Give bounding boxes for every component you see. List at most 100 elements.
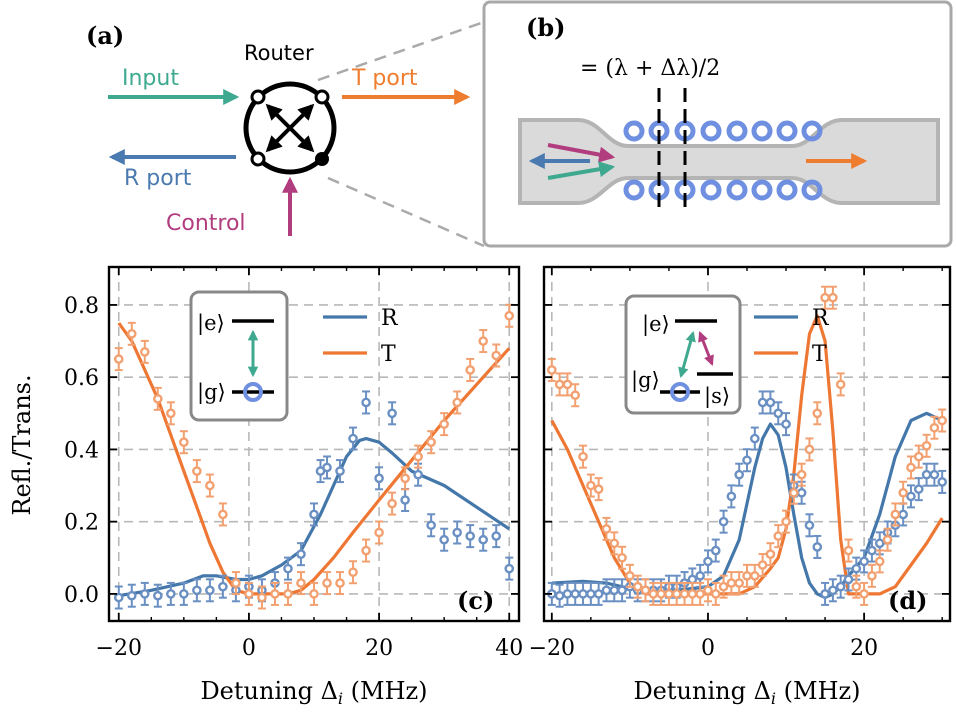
data-point-R (859, 556, 869, 567)
data-point-R (781, 419, 791, 429)
data-point-T (257, 592, 267, 603)
data-point-T (679, 589, 690, 599)
inset-level-e: |e⟩ (197, 311, 225, 336)
data-point-R (452, 527, 462, 538)
data-point-T (570, 390, 581, 401)
data-point-T (478, 336, 489, 346)
tapered-fiber (518, 118, 940, 205)
data-point-R (578, 589, 588, 599)
data-point-R (113, 592, 124, 603)
router-arrow-4 (288, 126, 315, 153)
data-point-T (554, 379, 565, 390)
data-point-T (231, 578, 241, 588)
data-point-R (617, 585, 627, 596)
fiber-input-arrow (547, 161, 616, 180)
panel-b-equation: = (λ + Δλ)/2 (580, 56, 720, 81)
data-point-R (820, 589, 830, 599)
data-point-R (586, 589, 596, 599)
data-point-T (867, 571, 877, 581)
data-point-T (322, 578, 332, 588)
inset-transition-probe (678, 330, 696, 379)
data-point-R (153, 590, 163, 601)
data-point-R (335, 466, 345, 476)
ytick-label-2: 0.4 (64, 438, 99, 463)
inset-level-g: |g⟩ (631, 368, 660, 393)
data-point-R (812, 542, 823, 552)
router-port-se (315, 152, 329, 166)
data-point-R (726, 491, 737, 502)
data-point-R (913, 484, 924, 494)
legend-label-T: T (381, 342, 396, 367)
xtick-label-3: 40 (495, 636, 523, 661)
data-point-T (348, 567, 358, 578)
data-point-R (570, 589, 581, 599)
data-point-R (757, 397, 768, 408)
data-point-R (361, 397, 371, 408)
data-point-T (491, 350, 502, 361)
data-point-T (765, 549, 776, 559)
data-point-T (578, 451, 588, 462)
data-point-T (309, 589, 319, 599)
data-point-R (906, 491, 916, 502)
data-point-T (906, 462, 916, 473)
data-point-T (710, 589, 721, 599)
inset-level-g: |g⟩ (197, 380, 226, 405)
data-point-T (439, 419, 449, 429)
data-point-T (750, 571, 760, 581)
data-point-R (828, 585, 838, 596)
data-point-R (609, 585, 620, 596)
data-point-R (179, 589, 189, 599)
data-point-R (734, 469, 744, 480)
inset-level-e: |e⟩ (642, 312, 670, 337)
data-point-T (898, 487, 908, 498)
atom-0-3 (700, 120, 722, 142)
data-point-T (270, 589, 280, 599)
xtick-label-0: −20 (96, 636, 142, 661)
data-point-T (804, 444, 815, 455)
data-point-R (348, 433, 358, 444)
data-point-T (734, 578, 744, 588)
panel-label: (d) (888, 586, 928, 615)
x-axis-label-unit: (MHz) (343, 677, 428, 705)
data-point-T (921, 441, 932, 451)
data-point-R (765, 397, 776, 408)
router-port-sw (250, 151, 266, 167)
data-point-T (452, 397, 462, 408)
data-point-T (361, 545, 371, 556)
plot-area (113, 303, 515, 610)
theory-line-R (118, 437, 511, 598)
atom-1-6 (776, 179, 798, 201)
data-point-T (562, 379, 573, 390)
data-point-R (874, 538, 885, 549)
ytick-label-3: 0.6 (64, 366, 99, 391)
data-point-T (773, 531, 784, 541)
data-point-T (890, 509, 901, 520)
data-point-R (504, 563, 515, 574)
shared-ylabel: Refl./Trans. (8, 374, 36, 515)
data-point-T (413, 451, 423, 462)
data-point-T (335, 578, 345, 588)
atom-0-6 (776, 120, 798, 142)
data-point-R (773, 408, 784, 419)
router-arrow-3 (265, 126, 292, 153)
data-point-T (617, 552, 627, 563)
data-point-T (547, 365, 557, 375)
router-port-nw (250, 89, 266, 105)
data-point-R (898, 509, 908, 520)
input-label: Input (122, 66, 179, 91)
data-point-T (937, 415, 947, 426)
data-point-R (921, 469, 932, 480)
atom-1-7 (801, 179, 823, 201)
atom-1-0 (623, 179, 645, 201)
data-point-R (937, 477, 947, 487)
data-point-R (283, 563, 293, 574)
axes-frame (107, 265, 521, 623)
data-point-T (609, 538, 620, 549)
data-point-T (882, 534, 893, 545)
data-point-R (929, 469, 940, 480)
data-point-R (465, 531, 475, 541)
legend-label-R: R (812, 306, 830, 331)
data-point-R (867, 545, 877, 556)
data-point-T (718, 581, 729, 592)
